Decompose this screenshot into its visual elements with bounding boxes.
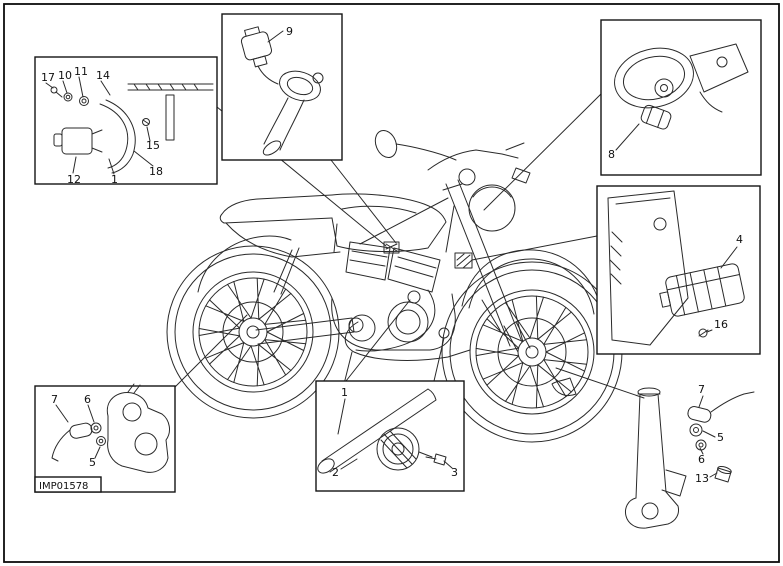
horn-drawing xyxy=(317,388,453,474)
part-label-4: 4 xyxy=(736,233,743,246)
figure-code: IMP01578 xyxy=(39,481,88,492)
callout-box-rear-speed-sensor: 7 6 5 xyxy=(34,383,176,493)
front-wheel-spokes xyxy=(475,295,588,409)
part-label-11: 11 xyxy=(74,65,88,78)
part-label-17: 17 xyxy=(41,71,55,84)
part-label-9: 9 xyxy=(286,25,293,38)
motorcycle-illustration xyxy=(166,129,623,443)
part-label-14: 14 xyxy=(96,69,110,82)
callout-box-frame xyxy=(221,13,343,161)
figure-code-box: IMP01578 xyxy=(34,476,102,493)
steering-lock-drawing xyxy=(614,43,749,151)
map-sensor-drawing xyxy=(240,26,324,156)
part-label-16: 16 xyxy=(714,318,728,331)
part-label-1: 1 xyxy=(341,386,348,399)
rear-wheel-spokes xyxy=(198,277,307,387)
callout-box-frame xyxy=(600,19,762,176)
part-label-13: 13 xyxy=(695,472,709,485)
callout-box-frame xyxy=(596,185,761,355)
part-label-7: 7 xyxy=(51,393,58,406)
front-speed-sensor-drawing xyxy=(625,387,755,529)
part-label-1: 1 xyxy=(111,173,118,186)
callout-box-frame xyxy=(34,56,218,185)
part-label-15: 15 xyxy=(146,139,160,152)
callout-box-ecu: 4 16 xyxy=(596,185,761,355)
callout-box-horn: 1 2 3 xyxy=(315,380,465,492)
sensor-bracket-drawing xyxy=(45,76,214,175)
part-label-6: 6 xyxy=(698,453,705,466)
part-label-3: 3 xyxy=(451,466,458,479)
part-label-18: 18 xyxy=(149,165,163,178)
front-speed-sensor-group: 7 5 6 13 xyxy=(625,383,755,529)
part-label-10: 10 xyxy=(58,69,72,82)
callout-box-sensor-bracket: 17 10 11 14 15 12 1 18 xyxy=(34,56,218,186)
part-label-8: 8 xyxy=(608,148,615,161)
horn-location-marker xyxy=(407,290,421,304)
figure-code-frame xyxy=(34,476,102,493)
wiring-connector-marker xyxy=(383,241,400,254)
part-label-5: 5 xyxy=(89,456,96,469)
ecu-drawing xyxy=(607,190,745,346)
part-label-2: 2 xyxy=(332,466,339,479)
part-label-12: 12 xyxy=(67,173,81,186)
part-label-7: 7 xyxy=(698,383,705,396)
part-label-6: 6 xyxy=(84,393,91,406)
part-label-5: 5 xyxy=(717,431,724,444)
rear-speed-sensor-drawing xyxy=(51,383,170,473)
page-border xyxy=(3,3,780,563)
callout-box-map-sensor: 9 xyxy=(221,13,343,161)
callout-box-steering-lock: 8 xyxy=(600,19,762,176)
